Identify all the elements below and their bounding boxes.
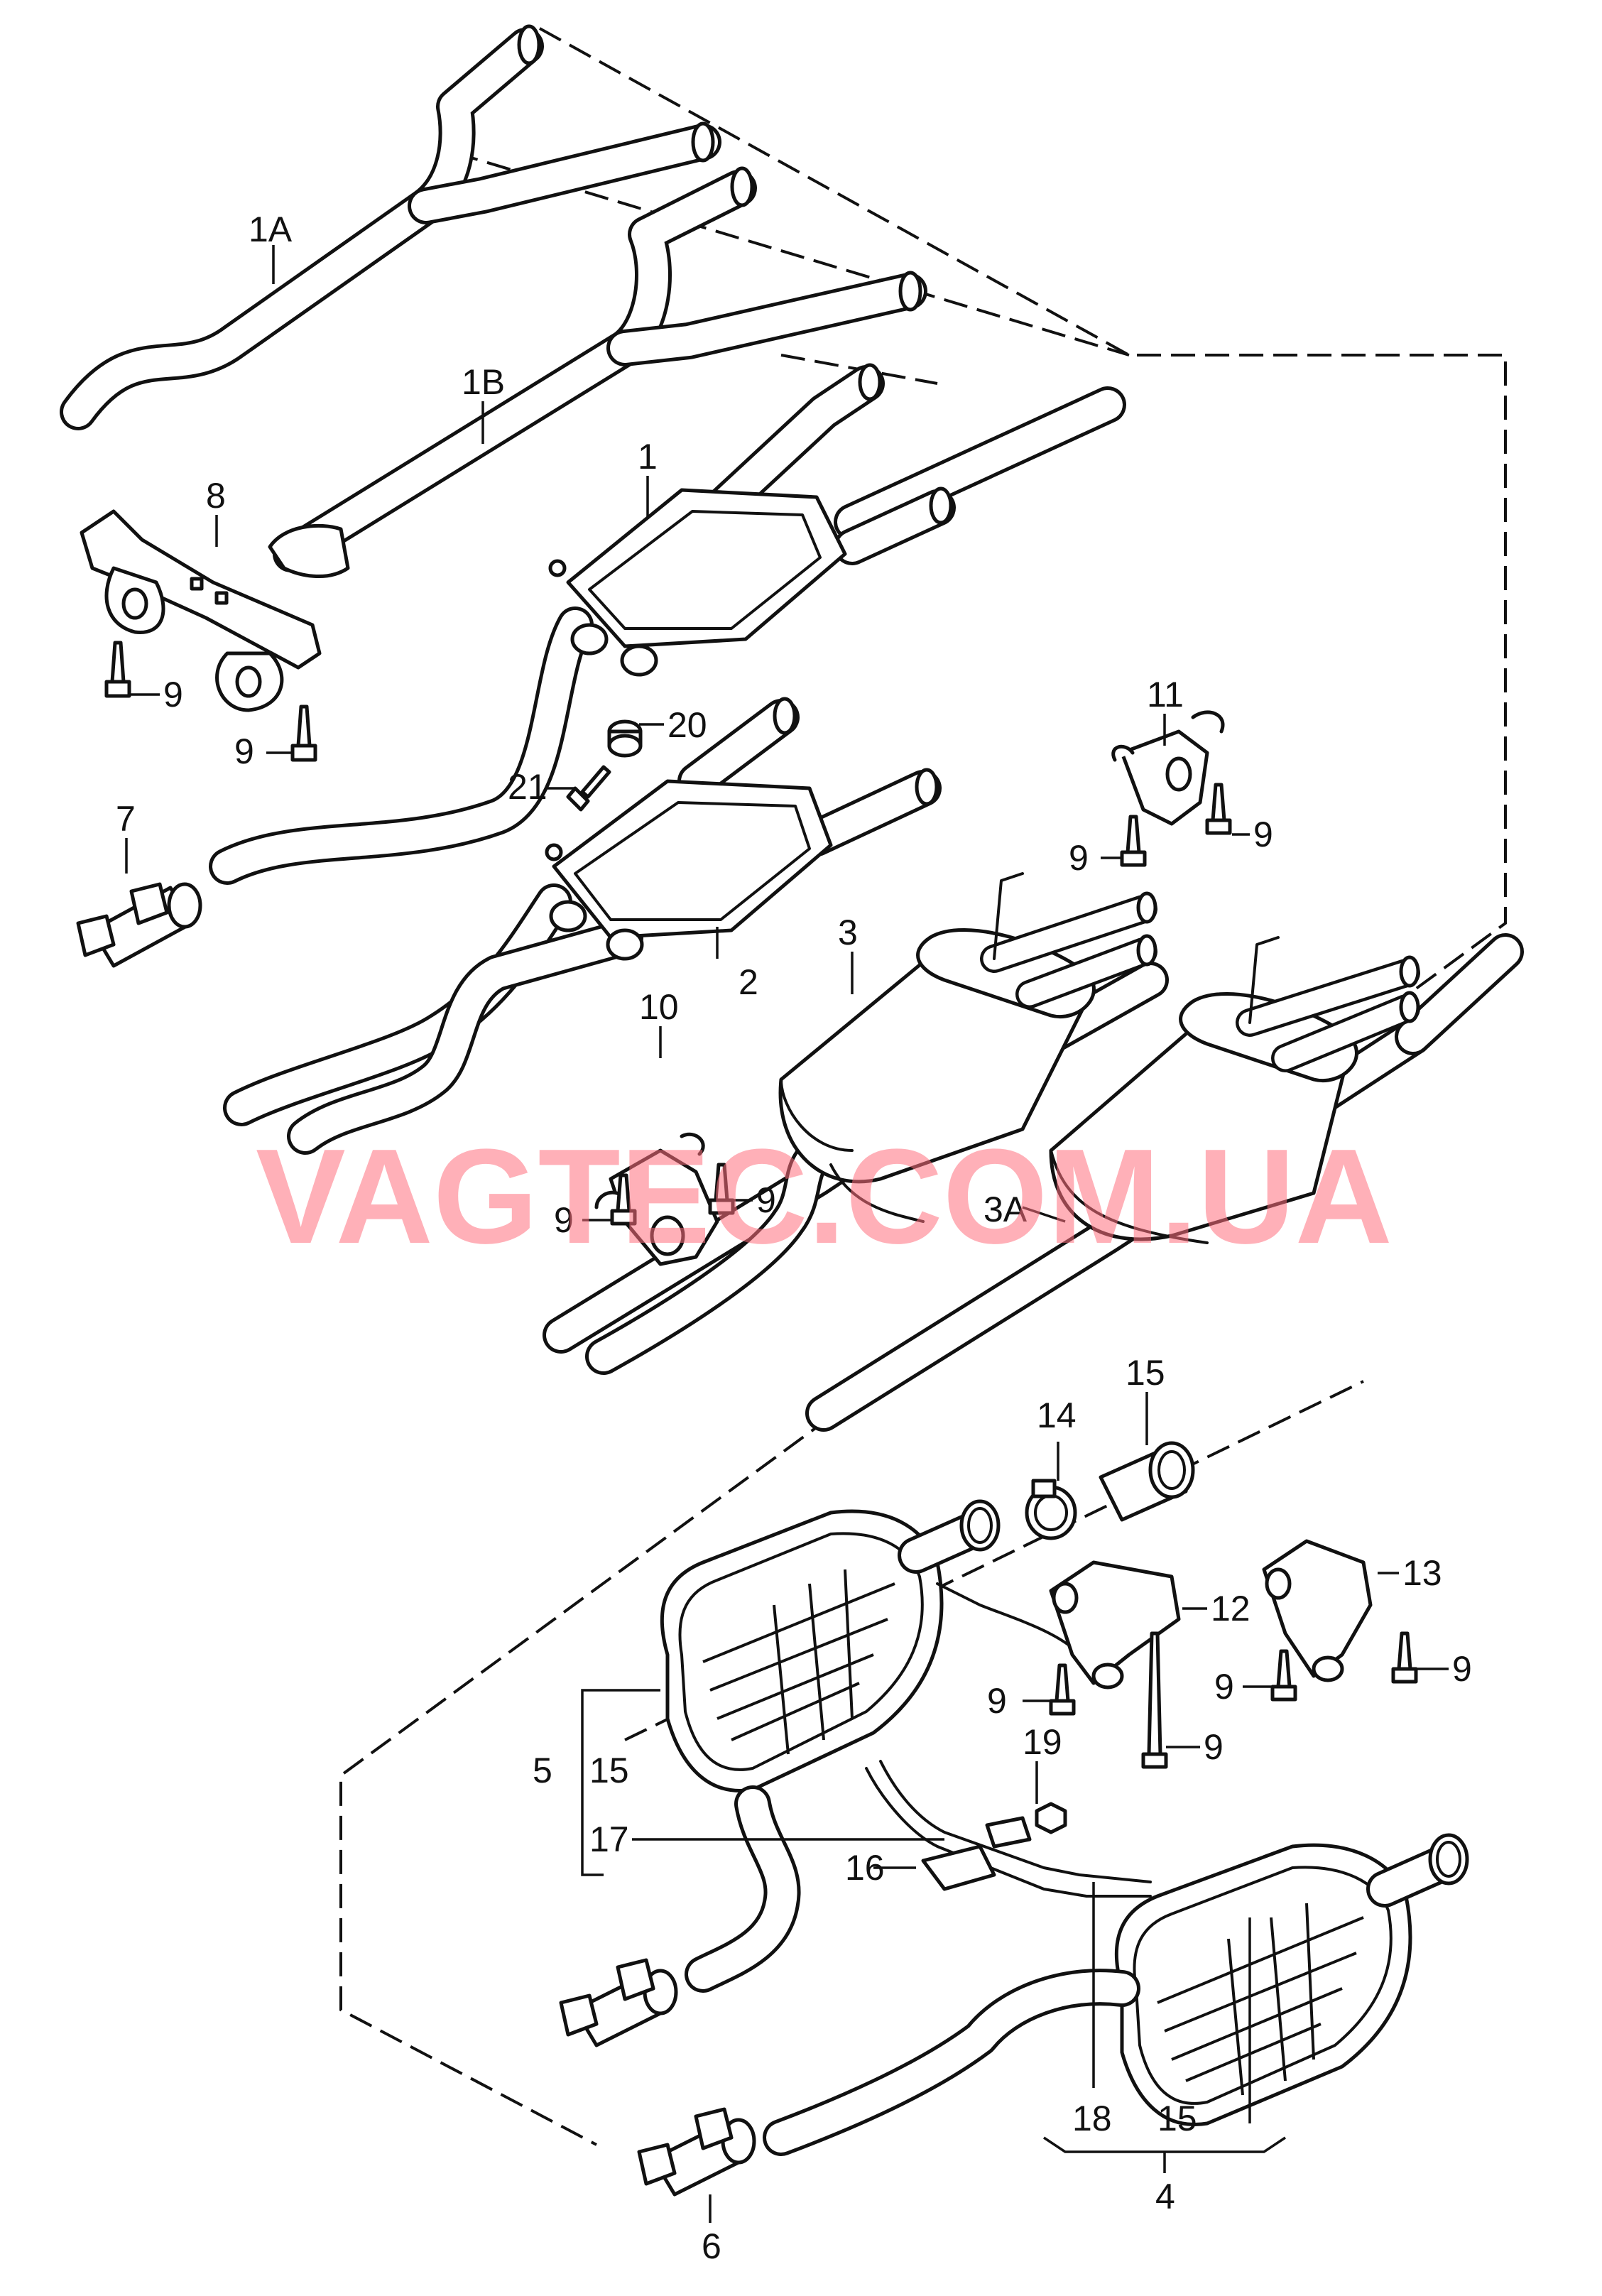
callout-16: 16 — [845, 1848, 885, 1888]
bolt-9-icon — [1391, 1631, 1418, 1684]
callout-14: 14 — [1037, 1395, 1077, 1435]
callout-9: 9 — [554, 1200, 574, 1240]
callout-11: 11 — [1147, 675, 1184, 714]
callout-9: 9 — [1204, 1727, 1224, 1767]
callout-1a: 1A — [249, 210, 293, 249]
middle-muffler-3a[interactable] — [805, 933, 1524, 1432]
clamp-6[interactable] — [637, 2107, 756, 2197]
leader-lines — [125, 245, 1449, 2223]
callout-15: 15 — [1157, 2099, 1197, 2138]
callout-5: 5 — [533, 1751, 552, 1790]
clamp-14[interactable] — [1025, 1479, 1077, 1540]
clamp-rear-5[interactable] — [559, 1958, 678, 2047]
tailpipe-trim-15[interactable] — [1099, 1441, 1195, 1522]
callout-7: 7 — [116, 799, 136, 839]
middle-muffler-3[interactable] — [543, 872, 1169, 1375]
hanger-11[interactable] — [1111, 710, 1225, 826]
callout-2: 2 — [739, 962, 758, 1002]
callout-8: 8 — [206, 476, 226, 516]
front-pipe-1b[interactable] — [268, 166, 927, 579]
bolt-21-icon — [566, 765, 611, 812]
clamp-7[interactable] — [76, 882, 202, 968]
bolts — [104, 641, 1418, 1769]
bracket-16[interactable] — [921, 1816, 1032, 1891]
bolt-9-icon — [1270, 1649, 1297, 1702]
callout-9: 9 — [1069, 838, 1089, 878]
callout-9: 9 — [1253, 815, 1273, 854]
bolt-9-icon — [708, 1163, 735, 1215]
bracket-8[interactable] — [80, 509, 322, 712]
callout-9: 9 — [234, 731, 254, 771]
callout-1: 1 — [638, 437, 658, 477]
callout-20: 20 — [668, 705, 707, 745]
callout-10: 10 — [639, 987, 679, 1027]
callout-19: 19 — [1023, 1722, 1062, 1762]
bolt-9-icon — [1049, 1663, 1076, 1716]
callout-3: 3 — [838, 913, 858, 952]
callout-15: 15 — [589, 1751, 629, 1790]
rear-muffler-4[interactable] — [763, 1833, 1469, 2156]
bolt-9-icon — [610, 1173, 637, 1226]
front-muffler-2[interactable] — [223, 697, 942, 1155]
front-pipe-1a[interactable] — [60, 24, 721, 430]
callout-21: 21 — [508, 767, 547, 807]
callout-17: 17 — [589, 1819, 629, 1859]
rear-muffler-5[interactable] — [660, 1499, 1088, 1993]
hanger-10[interactable] — [594, 1132, 719, 1266]
callout-15: 15 — [1126, 1353, 1165, 1393]
nut-19[interactable] — [1035, 1802, 1067, 1834]
front-muffler-1[interactable] — [209, 363, 1126, 885]
callout-9: 9 — [987, 1681, 1007, 1721]
callout-18: 18 — [1072, 2099, 1112, 2138]
bolt-9-icon — [1120, 815, 1147, 867]
callout-9: 9 — [1214, 1667, 1234, 1707]
callout-3a: 3A — [983, 1190, 1028, 1229]
bolt-9-icon — [290, 704, 317, 762]
callout-labels: 1A 1B 1 8 9 9 20 21 7 2 3 11 9 9 10 9 9 … — [116, 210, 1472, 2266]
callout-13: 13 — [1402, 1553, 1442, 1593]
callout-9: 9 — [756, 1180, 776, 1220]
rear-cross-pipe-18[interactable] — [865, 1760, 1152, 1898]
bolt-9-icon — [1205, 783, 1232, 835]
callout-6: 6 — [702, 2226, 721, 2266]
hanger-13[interactable] — [1262, 1539, 1373, 1682]
hanger-12[interactable] — [1049, 1560, 1181, 1690]
callout-9: 9 — [163, 675, 183, 714]
rubber-mount-20-icon — [607, 719, 643, 758]
bolt-9-icon — [1141, 1631, 1168, 1769]
callout-1b: 1B — [462, 362, 505, 402]
watermark: VAGTEC.COM.UA — [256, 1121, 1393, 1272]
callout-9: 9 — [1452, 1649, 1472, 1689]
callout-4: 4 — [1155, 2177, 1175, 2216]
callout-12: 12 — [1211, 1589, 1250, 1628]
bolt-9-icon — [104, 641, 131, 698]
